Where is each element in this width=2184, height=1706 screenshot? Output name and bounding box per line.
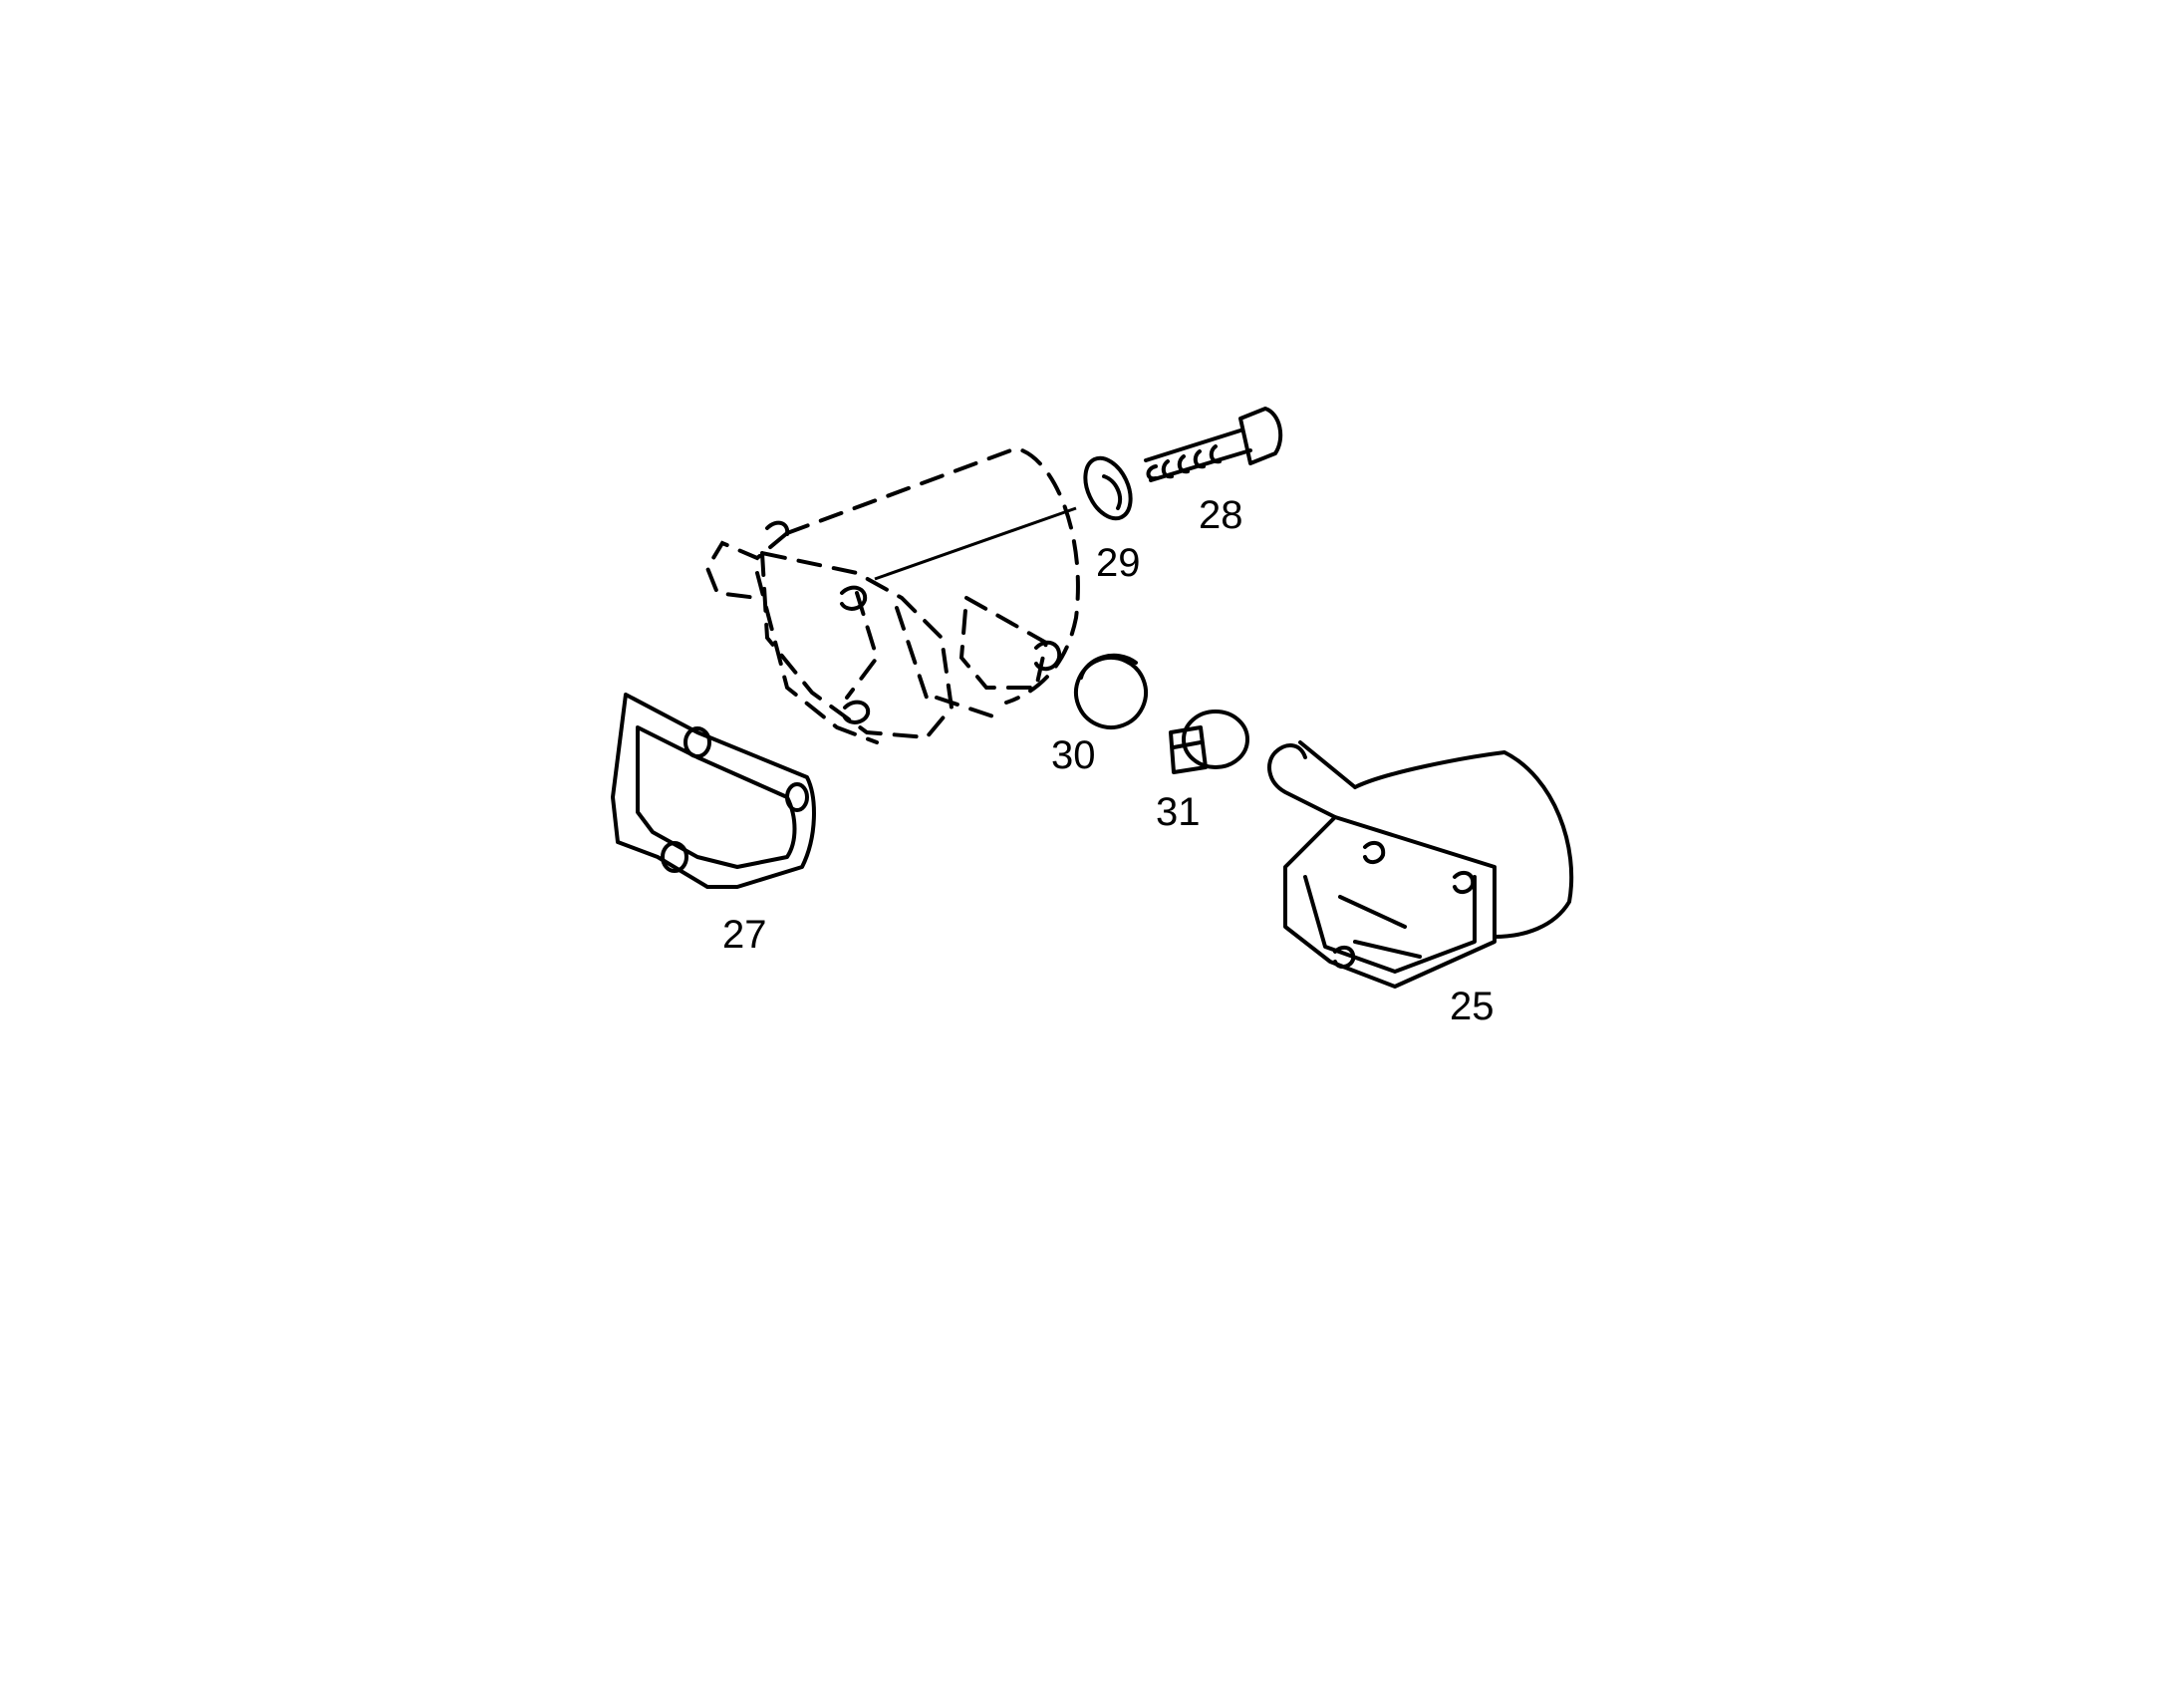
leader-line-29 <box>874 506 1077 581</box>
canister-part-25 <box>1267 740 1574 989</box>
label-part-27: 27 <box>722 913 767 957</box>
label-part-31: 31 <box>1156 790 1201 834</box>
label-part-28: 28 <box>1199 493 1243 537</box>
label-part-25: 25 <box>1450 985 1495 1028</box>
clamp-part-31 <box>1169 710 1249 774</box>
gasket-part-27 <box>611 693 816 889</box>
sleeve-part-30 <box>1074 653 1148 729</box>
label-part-30: 30 <box>1051 733 1096 777</box>
label-part-29: 29 <box>1096 541 1141 585</box>
bolt-part-28 <box>1144 407 1283 482</box>
housing-tabs <box>765 520 1062 724</box>
washer-part-29 <box>1083 455 1133 521</box>
phantom-housing <box>704 445 1080 744</box>
